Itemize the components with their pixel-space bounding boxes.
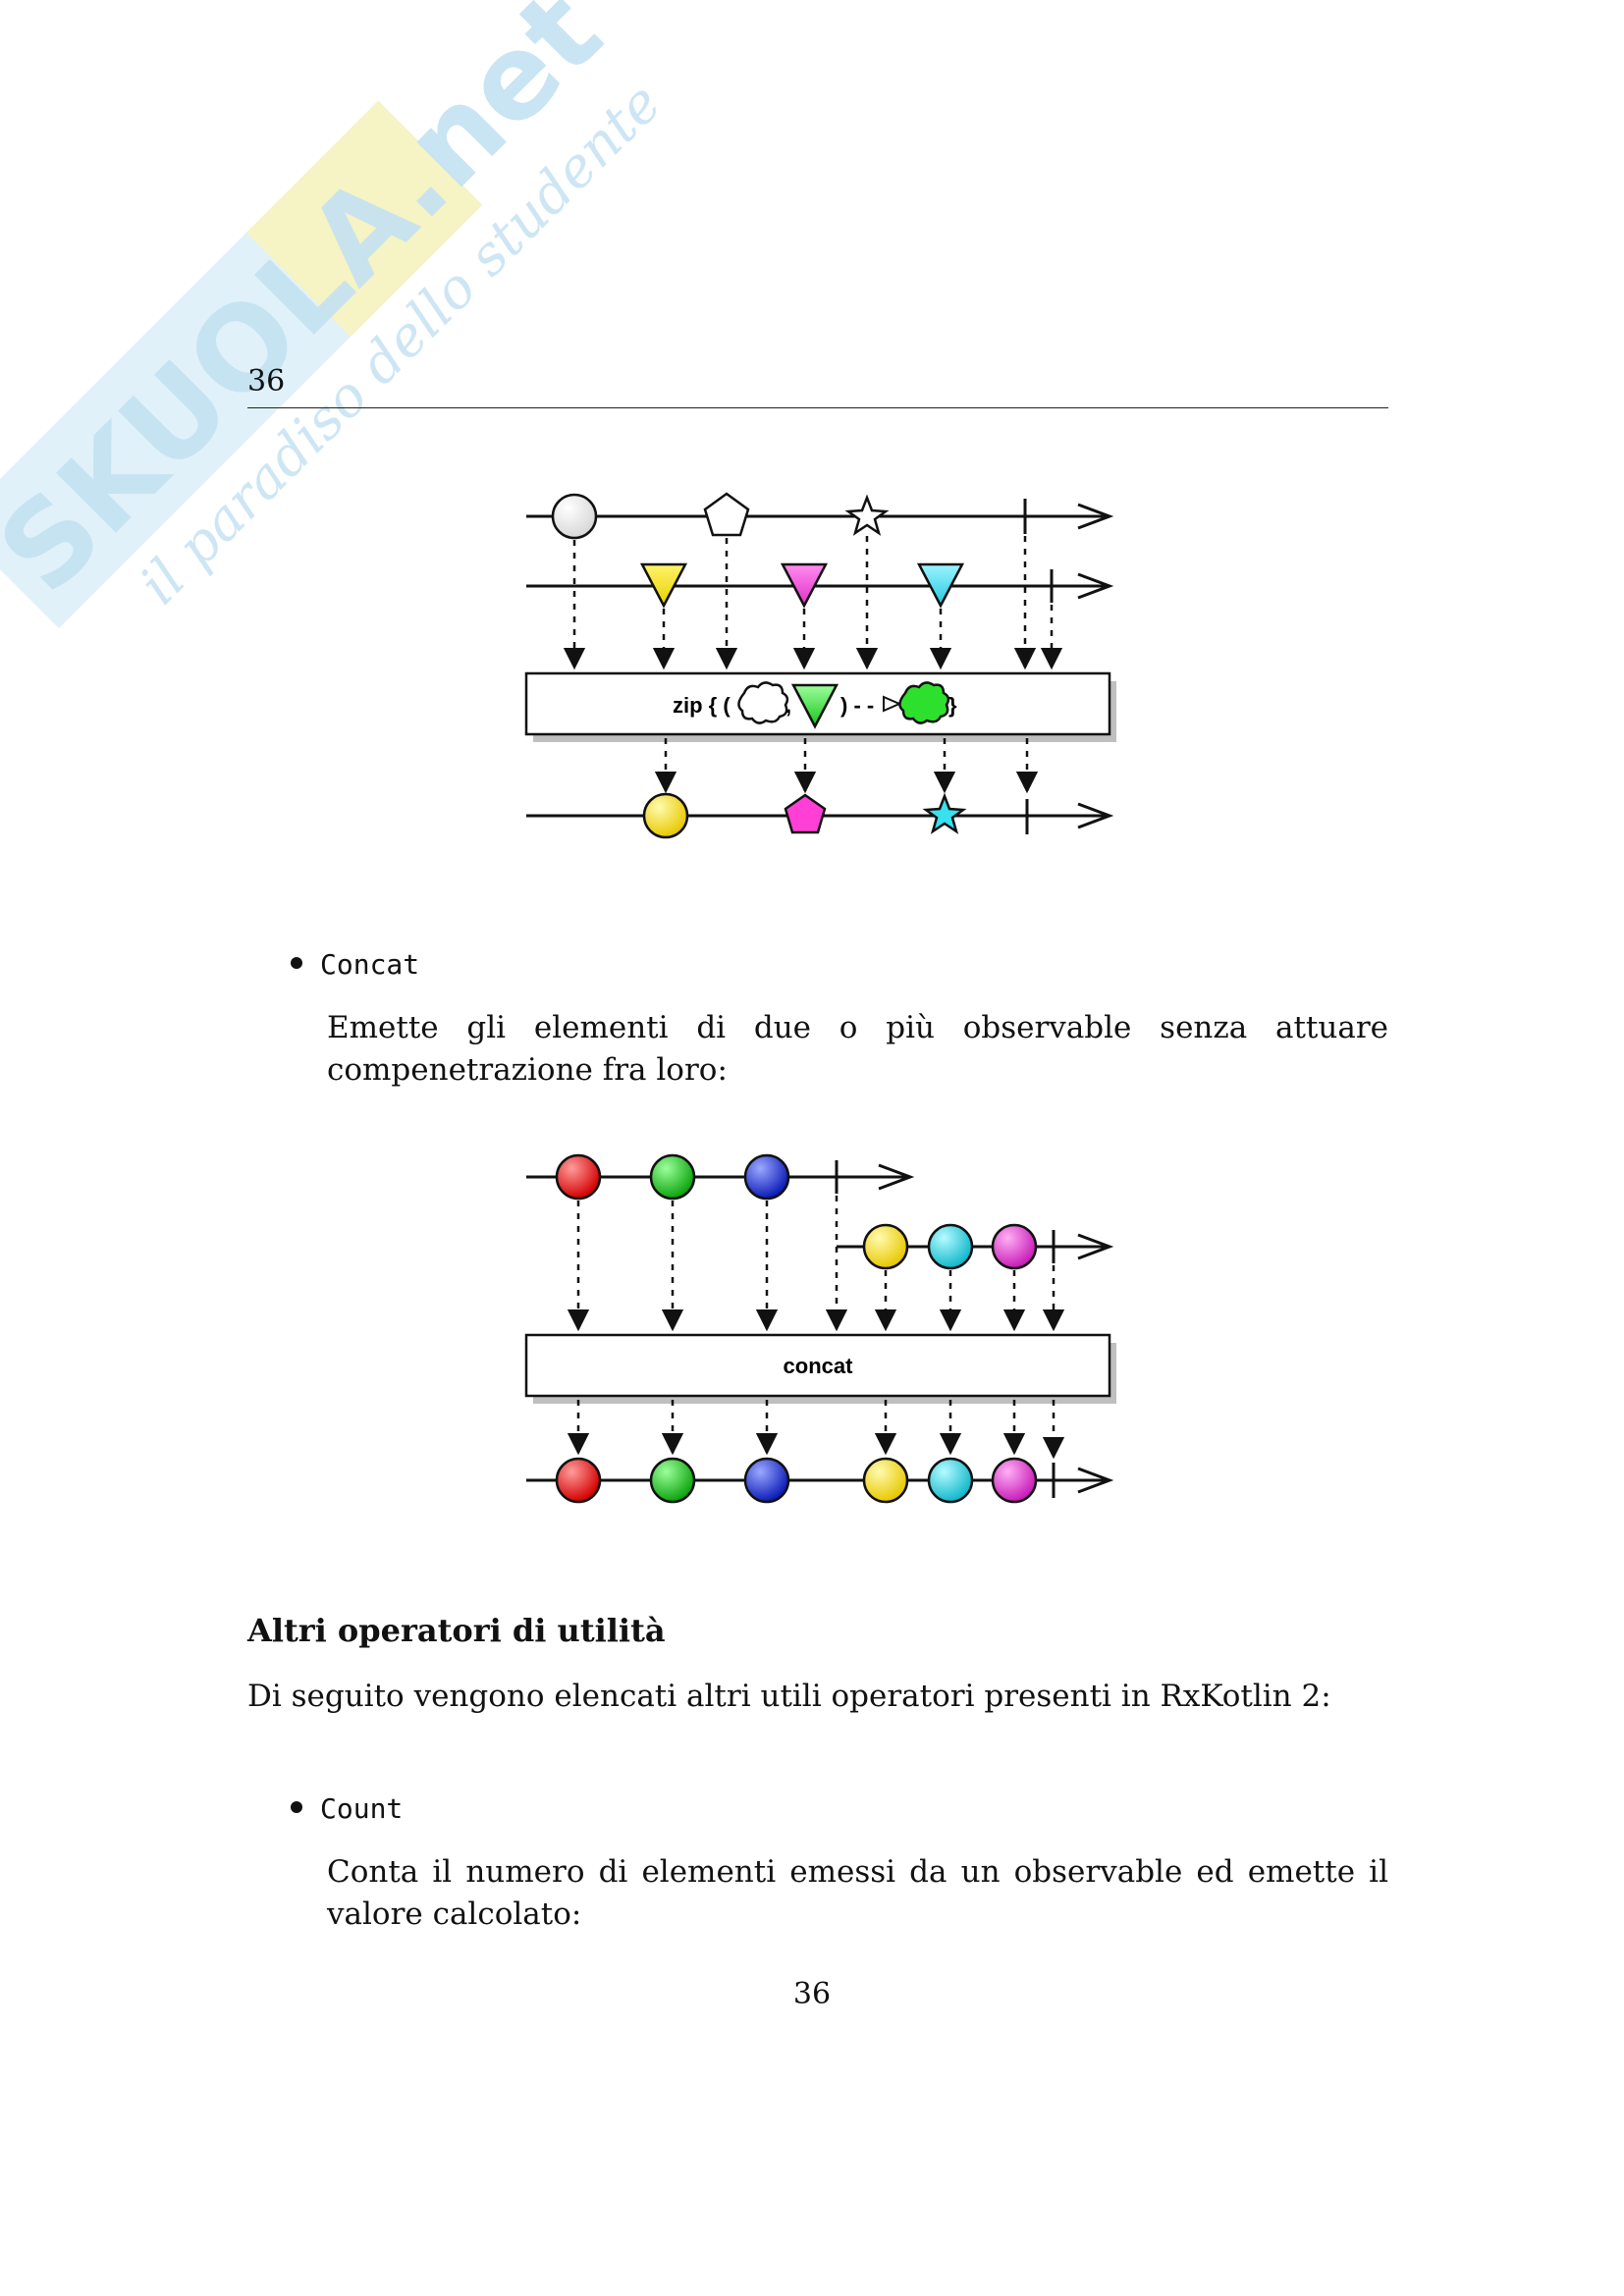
green-triangle-icon (790, 683, 839, 729)
green-marble (649, 1457, 696, 1504)
white-pentagon-marble (703, 492, 750, 537)
cyan-star-marble (922, 792, 967, 834)
operator-name-count: Count (320, 1792, 404, 1825)
bullet-icon (291, 957, 302, 969)
result-arrow-icon (883, 695, 902, 713)
zip-source-line-1 (526, 492, 1114, 540)
magenta-marble (991, 1223, 1038, 1270)
zip-label-mid: ) - - (840, 693, 874, 718)
yellow-marble (862, 1457, 909, 1504)
concat-description: Emette gli elementi di due o più observa… (327, 1010, 1388, 1088)
red-marble (555, 1457, 602, 1504)
yellow-circle-marble (642, 792, 689, 839)
concat-input-arrows (567, 1196, 1065, 1332)
cyan-marble (927, 1223, 974, 1270)
header-rule (247, 407, 1388, 408)
green-marble (649, 1153, 696, 1201)
concat-label: concat (784, 1354, 854, 1378)
green-cloud-icon (898, 681, 950, 724)
concat-output-arrows (567, 1400, 1065, 1460)
magenta-triangle-marble (780, 562, 829, 609)
zip-source-line-2 (526, 562, 1114, 609)
zip-result-line (526, 792, 1114, 839)
cyan-marble (927, 1457, 974, 1504)
concat-source-line-1 (526, 1153, 915, 1201)
white-cloud-icon (737, 681, 789, 724)
footer-page-number: 36 (792, 1977, 832, 2011)
zip-label-comma: , (785, 693, 791, 718)
zip-operator-box: zip { ( , ) - - } (524, 671, 1116, 742)
red-marble (555, 1153, 602, 1201)
concat-source-line-2 (837, 1223, 1114, 1270)
magenta-marble (991, 1457, 1038, 1504)
list-item-count: Count (291, 1794, 403, 1823)
list-item-concat: Concat (291, 950, 419, 979)
blue-marble (743, 1153, 790, 1201)
yellow-triangle-marble (639, 562, 688, 609)
bullet-icon (291, 1801, 302, 1813)
concat-marble-diagram: concat (524, 1153, 1116, 1504)
zip-marble-diagram: zip { ( , ) - - } (524, 492, 1116, 839)
cyan-triangle-marble (916, 562, 965, 609)
zip-input-arrows (563, 536, 1063, 670)
count-description: Conta il numero di elementi emessi da un… (327, 1854, 1388, 1932)
blue-marble (743, 1457, 790, 1504)
zip-output-arrows (654, 738, 1039, 794)
zip-label-prefix: zip { ( (673, 693, 731, 718)
white-star-marble (844, 494, 890, 536)
white-circle-marble (551, 493, 598, 540)
magenta-pentagon-marble (784, 793, 827, 834)
concat-result-line (526, 1457, 1114, 1504)
operator-name-concat: Concat (320, 948, 420, 981)
yellow-marble (862, 1223, 909, 1270)
section-heading: Altri operatori di utilità (247, 1612, 666, 1649)
zip-label-suffix: } (948, 693, 957, 718)
section-intro: Di seguito vengono elencati altri utili … (247, 1679, 1331, 1714)
watermark-logo: SKUOLA.net il paradiso dello studente (0, 0, 674, 628)
concat-operator-box: concat (524, 1333, 1116, 1404)
header-page-number: 36 (247, 364, 286, 399)
